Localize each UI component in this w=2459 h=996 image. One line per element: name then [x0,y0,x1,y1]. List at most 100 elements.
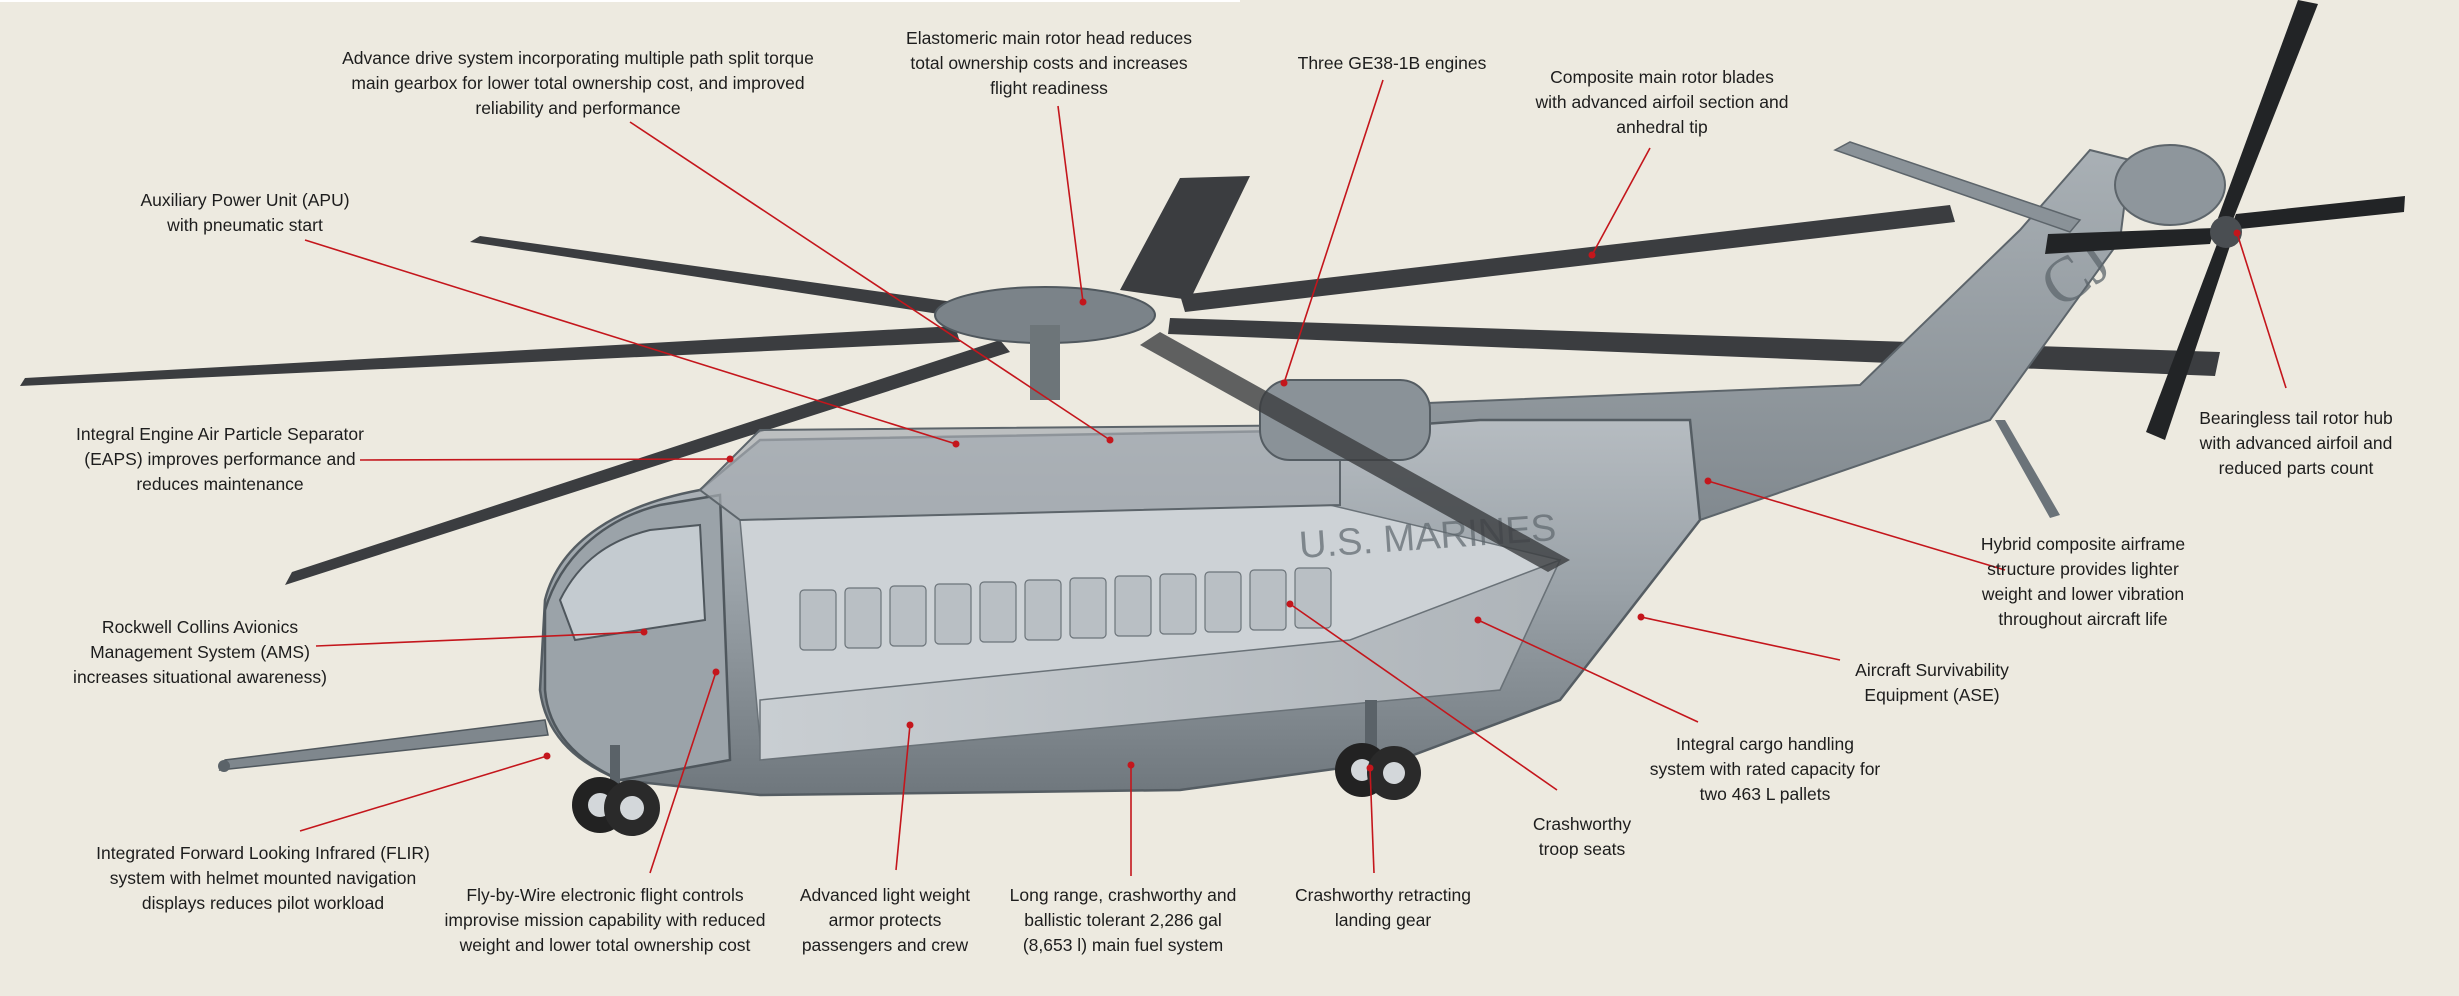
leader-ase [1640,616,1841,661]
main-wheel-right-hub [1383,762,1405,784]
callout-line: Elastomeric main rotor head reduces [906,28,1192,48]
refuel-probe [218,719,549,771]
dot-drive [1106,436,1114,444]
callout-engines: Three GE38-1B engines [1298,51,1487,76]
callout-cargo-handling: Integral cargo handling system with rate… [1650,732,1881,807]
callout-line: reliability and performance [475,98,681,118]
seat [799,589,837,651]
leader-gear [1369,767,1375,874]
leader-apu [304,239,957,445]
callout-rotor-blades: Composite main rotor blades with advance… [1536,65,1789,140]
leader-rotorhead [1057,105,1084,303]
callout-line: Auxiliary Power Unit (APU) [140,190,350,210]
callout-drive-system: Advance drive system incorporating multi… [342,46,814,121]
seat [934,583,972,645]
blade-right-upper [1180,205,1955,312]
dot-avionics [640,628,648,636]
seat [889,585,927,647]
tail-blade-right [2230,196,2405,230]
callout-line: Fly-by-Wire electronic flight controls [466,885,744,905]
callout-line: with advanced airfoil and [2199,433,2393,453]
blade-front [1140,332,1570,572]
callout-line: Rockwell Collins Avionics [101,617,299,637]
callout-line: total ownership costs and increases [910,53,1188,73]
blade-upper-stub [1120,176,1250,300]
seat [1114,575,1152,637]
leader-flir [299,755,548,832]
callout-line: Advanced light weight [799,885,971,905]
leader-dots [543,229,2241,772]
callout-eaps: Integral Engine Air Particle Separator (… [76,422,364,497]
dot-apu [952,440,960,448]
callout-apu: Auxiliary Power Unit (APU) with pneumati… [140,188,349,238]
callout-avionics: Rockwell Collins Avionics Management Sys… [73,615,327,690]
callout-line: ballistic tolerant 2,286 gal [1024,910,1222,930]
callout-line: flight readiness [990,78,1108,98]
callout-line: (EAPS) improves performance and [84,449,356,469]
leader-eaps [359,458,731,461]
dot-engines [1280,379,1288,387]
nose-wheel-right-hub [620,796,644,820]
callout-line: reduces maintenance [136,474,304,494]
seat [1069,577,1107,639]
callout-line: Integral Engine Air Particle Separator [76,424,364,444]
leader-cargo [1477,619,1699,723]
leader-fbw [649,671,717,874]
upper-frame [698,423,1341,522]
dot-seats [1286,600,1294,608]
cargo-floor [759,558,1562,761]
callout-line: reduced parts count [2218,458,2374,478]
callout-line: (8,653 l) main fuel system [1022,935,1224,955]
blade-right-lower [1168,318,2220,376]
dot-rotorhead [1079,298,1087,306]
leader-seats [1289,603,1558,791]
callout-ase: Aircraft Survivability Equipment (ASE) [1855,658,2009,708]
landing-gear [572,700,1421,836]
callout-armor: Advanced light weight armor protects pas… [800,883,970,958]
callout-line: Crashworthy [1532,814,1632,834]
tail-blade-up [2218,0,2318,222]
callout-line: structure provides lighter [1987,559,2179,579]
seat [1249,569,1287,631]
seat [1294,567,1332,629]
callout-line: Long range, crashworthy and [1009,885,1237,905]
main-gear-strut [1365,700,1377,755]
callout-line: weight and lower total ownership cost [459,935,751,955]
flir-probe [218,719,549,772]
horizontal-stabilizer [1833,141,2082,233]
callout-rotor-head: Elastomeric main rotor head reduces tota… [906,26,1192,101]
dot-blades [1588,251,1596,259]
tail-skid [1995,420,2060,518]
callout-fuel-system: Long range, crashworthy and ballistic to… [1010,883,1237,958]
dot-armor [906,721,914,729]
cockpit-windows [558,523,707,642]
callout-line: system with rated capacity for [1649,759,1881,779]
leader-armor [895,724,911,871]
callout-line: Integrated Forward Looking Infrared (FLI… [96,843,430,863]
dot-fuel [1127,761,1135,769]
callout-line: increases situational awareness) [73,667,327,687]
leader-airframe [1707,480,2006,571]
leader-drive [629,121,1111,441]
callout-line: Composite main rotor blades [1550,67,1774,87]
callout-line: Integral cargo handling [1675,734,1855,754]
dot-gear [1366,764,1374,772]
leader-lines [299,79,2287,876]
leader-blades [1591,147,1651,256]
callout-flir: Integrated Forward Looking Infrared (FLI… [96,841,430,916]
blade-left-long [20,326,960,386]
seat [1204,571,1242,633]
callout-line: anhedral tip [1616,117,1708,137]
seat [979,581,1017,643]
dot-cargo [1474,616,1482,624]
leader-engines [1283,79,1384,384]
callout-line: Aircraft Survivability [1855,660,2009,680]
dot-airframe [1704,477,1712,485]
callout-line: displays reduces pilot workload [141,893,385,913]
seat [1024,579,1062,641]
callout-troop-seats: Crashworthy troop seats [1533,812,1631,862]
dot-flir [543,752,551,760]
callout-line: Three GE38-1B engines [1297,53,1487,73]
